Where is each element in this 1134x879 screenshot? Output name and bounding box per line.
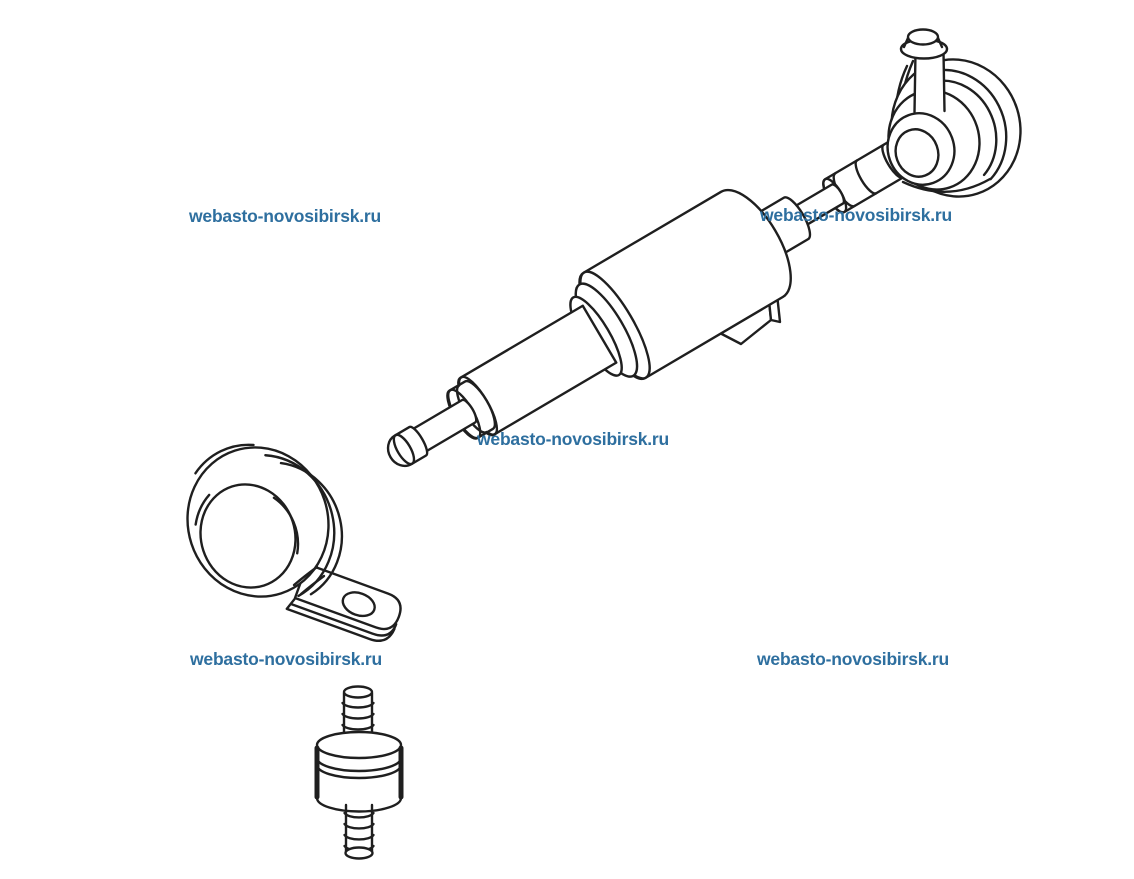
damper-bottom-rim bbox=[315, 796, 403, 813]
top-stud-thread-1 bbox=[341, 701, 375, 709]
clamp-tab-hole bbox=[341, 591, 376, 618]
watermark-top-left: webasto-novosibirsk.ru bbox=[188, 206, 381, 226]
hub-inner-hole bbox=[894, 128, 940, 178]
clamp-tab-thickness-2 bbox=[290, 603, 398, 637]
clamp-band-top-edge bbox=[194, 443, 255, 475]
rubber-damper bbox=[314, 685, 404, 860]
clamp-band-end-line-2 bbox=[299, 574, 326, 596]
watermark-center: webasto-novosibirsk.ru bbox=[476, 429, 669, 449]
hose-ring-1 bbox=[854, 159, 878, 195]
clamp-ring bbox=[186, 443, 344, 598]
bottom-stud-sides bbox=[344, 803, 374, 853]
grommet-rim-depth-arc-2 bbox=[935, 79, 998, 177]
pump-outlet-tip-rim bbox=[392, 433, 416, 466]
pipe-left-edge bbox=[913, 50, 917, 114]
pipe-fill bbox=[914, 52, 945, 113]
watermark-top-right: webasto-novosibirsk.ru bbox=[759, 205, 952, 225]
clamp-band-depth-2 bbox=[279, 461, 344, 596]
grommet-bottom-rim bbox=[901, 177, 992, 193]
bottom-stud-thread-2 bbox=[343, 822, 375, 830]
bottom-stud-cap bbox=[344, 846, 374, 860]
top-stud-thread-2 bbox=[341, 712, 375, 720]
mounting-clamp bbox=[186, 443, 402, 642]
damper-body-fill bbox=[317, 745, 401, 814]
pump-outlet-tip bbox=[386, 425, 429, 468]
damper-flange-arc-2 bbox=[315, 763, 403, 780]
damper-top-face bbox=[315, 730, 403, 760]
grommet-hub bbox=[886, 112, 956, 186]
clamp-hole-depth-arc bbox=[272, 496, 300, 555]
pipe-right-edge bbox=[942, 50, 946, 113]
pipe-cap-dome bbox=[906, 28, 940, 46]
watermark-bottom-left: webasto-novosibirsk.ru bbox=[189, 649, 382, 669]
grommet-rim-depth-arc bbox=[935, 68, 1008, 181]
hose-ring-2 bbox=[881, 143, 905, 179]
damper-flange-arc-1 bbox=[315, 756, 403, 773]
clamp-band-end-line-1 bbox=[292, 565, 319, 587]
top-stud-cap bbox=[342, 685, 374, 699]
bottom-stud-thread-1 bbox=[343, 811, 375, 819]
clamp-tab bbox=[285, 562, 402, 642]
top-stud-thread-3 bbox=[341, 723, 375, 731]
clamp-tab-thickness-1 bbox=[285, 597, 396, 642]
grommet-pipe bbox=[899, 28, 949, 114]
fuel-metering-pump bbox=[386, 183, 846, 468]
bottom-stud-thread-3 bbox=[343, 833, 375, 841]
pipe-cap-side-lines bbox=[902, 36, 944, 49]
watermark-bottom-right: webasto-novosibirsk.ru bbox=[756, 649, 949, 669]
clamp-band-surface-arc bbox=[194, 493, 211, 526]
